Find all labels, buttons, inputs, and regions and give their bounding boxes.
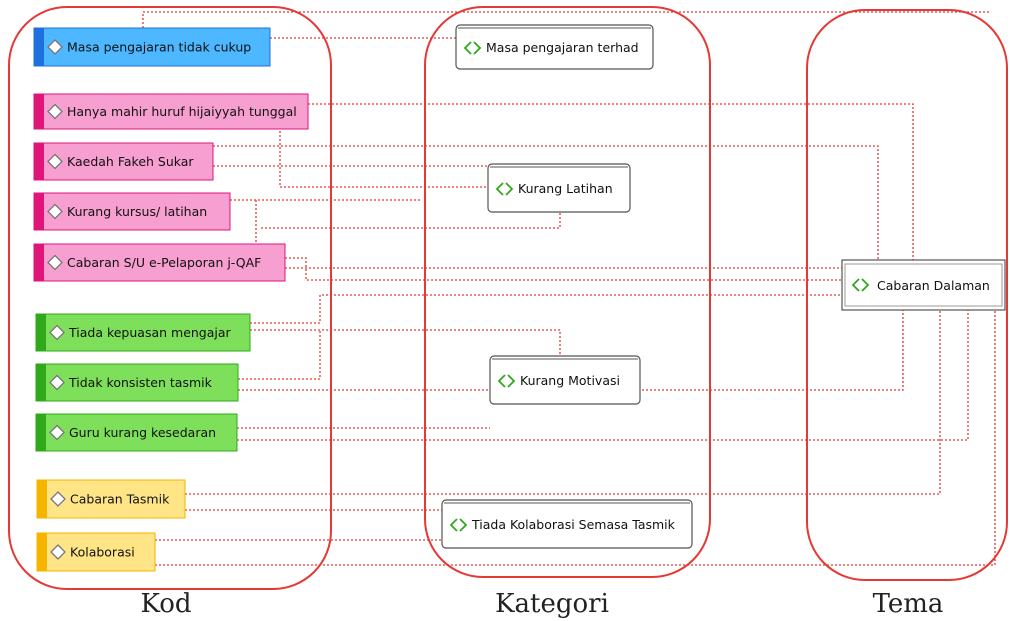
connector-line xyxy=(238,330,321,380)
code-label: Kurang kursus/ latihan xyxy=(67,204,207,219)
code-box xyxy=(33,142,214,181)
code-color-stripe xyxy=(36,414,46,451)
code-node[interactable]: Hanya mahir huruf hijaiyyah tunggal xyxy=(33,93,309,130)
code-color-stripe xyxy=(37,533,47,571)
code-node[interactable]: Guru kurang kesedaran xyxy=(35,413,238,452)
category-icon xyxy=(449,518,458,532)
code-box xyxy=(33,93,309,130)
code-diamond-icon xyxy=(47,39,63,55)
connector-line xyxy=(185,310,941,495)
code-color-stripe xyxy=(36,364,46,401)
connector-line xyxy=(155,310,996,566)
kod-group-outline xyxy=(8,6,332,590)
category-icon xyxy=(463,41,472,55)
code-color-stripe xyxy=(34,28,44,66)
group-outlines xyxy=(8,6,1008,590)
code-node[interactable]: Tiada kepuasan mengajar xyxy=(35,313,251,352)
code-label: Guru kurang kesedaran xyxy=(69,425,216,440)
code-color-stripe xyxy=(34,193,44,230)
category-icon xyxy=(505,182,514,196)
code-box xyxy=(33,192,231,231)
code-node[interactable]: Kaedah Fakeh Sukar xyxy=(33,142,214,181)
tema-group-label: Tema xyxy=(873,589,944,619)
connector-line xyxy=(260,213,561,229)
code-color-stripe xyxy=(36,314,46,351)
code-node[interactable]: Cabaran S/U e-Pelaporan j-QAF xyxy=(33,243,286,282)
category-label: Kurang Latihan xyxy=(518,181,613,196)
code-node[interactable]: Masa pengajaran tidak cukup xyxy=(33,27,271,67)
code-label: Masa pengajaran tidak cukup xyxy=(67,40,251,55)
connector-line xyxy=(238,310,904,391)
code-diamond-icon xyxy=(49,374,65,391)
code-box xyxy=(33,243,286,282)
category-box xyxy=(487,163,631,213)
category-label: Masa pengajaran terhad xyxy=(486,40,639,55)
code-label: Kolaborasi xyxy=(70,545,135,560)
theme-label: Cabaran Dalaman xyxy=(877,278,990,293)
connector-line xyxy=(237,310,969,441)
code-box xyxy=(35,313,251,352)
connector-line xyxy=(308,103,914,264)
code-diamond-icon xyxy=(47,103,63,120)
category-icon xyxy=(497,374,506,388)
theme-nodes: Cabaran Dalaman xyxy=(841,259,1006,311)
code-node[interactable]: Cabaran Tasmik xyxy=(36,479,186,519)
code-box xyxy=(33,27,271,67)
connector-line xyxy=(285,257,842,281)
code-label: Kaedah Fakeh Sukar xyxy=(67,154,194,169)
code-diamond-icon xyxy=(50,544,66,560)
category-node[interactable]: Kurang Latihan xyxy=(487,163,631,213)
code-label: Tiada kepuasan mengajar xyxy=(68,325,232,340)
code-label: Cabaran Tasmik xyxy=(70,492,170,507)
code-color-stripe xyxy=(34,244,44,281)
category-icon xyxy=(507,374,516,388)
connector-line xyxy=(142,11,990,28)
code-diamond-icon xyxy=(47,153,63,170)
code-label: Hanya mahir huruf hijaiyyah tunggal xyxy=(67,104,297,119)
code-node[interactable]: Kurang kursus/ latihan xyxy=(33,192,231,231)
kod-group-label: Kod xyxy=(140,589,191,619)
theme-node[interactable]: Cabaran Dalaman xyxy=(841,259,1006,311)
code-node[interactable]: Kolaborasi xyxy=(36,532,156,572)
kategori-group-label: Kategori xyxy=(495,589,609,619)
code-diamond-icon xyxy=(50,491,66,507)
category-icon xyxy=(473,41,482,55)
theme-inner-frame xyxy=(844,263,1003,307)
code-label: Cabaran S/U e-Pelaporan j-QAF xyxy=(67,255,261,270)
category-label: Kurang Motivasi xyxy=(520,373,620,388)
connector-lines xyxy=(142,11,996,566)
category-box xyxy=(455,24,654,70)
code-diamond-icon xyxy=(47,203,63,220)
kategori-group-outline xyxy=(424,6,711,578)
connector-line xyxy=(250,329,561,356)
category-label: Tiada Kolaborasi Semasa Tasmik xyxy=(471,517,676,532)
category-box xyxy=(441,499,693,549)
category-icon xyxy=(495,182,504,196)
code-color-stripe xyxy=(37,480,47,518)
connector-line xyxy=(213,145,879,264)
code-diamond-icon xyxy=(47,254,63,271)
code-diamond-icon xyxy=(49,324,65,341)
category-box xyxy=(489,355,641,405)
category-icon xyxy=(851,278,860,292)
connector-line xyxy=(279,127,488,188)
code-box xyxy=(35,413,238,452)
code-node[interactable]: Tidak konsisten tasmik xyxy=(35,363,239,402)
code-box xyxy=(35,363,239,402)
connector-line xyxy=(250,294,842,324)
category-icon xyxy=(861,278,870,292)
category-icon xyxy=(459,518,468,532)
code-diamond-icon xyxy=(49,424,65,441)
code-color-stripe xyxy=(34,94,44,129)
category-node[interactable]: Kurang Motivasi xyxy=(489,355,641,405)
code-color-stripe xyxy=(34,143,44,180)
category-node[interactable]: Tiada Kolaborasi Semasa Tasmik xyxy=(441,499,693,549)
code-label: Tidak konsisten tasmik xyxy=(68,375,213,390)
category-node[interactable]: Masa pengajaran terhad xyxy=(455,24,654,70)
